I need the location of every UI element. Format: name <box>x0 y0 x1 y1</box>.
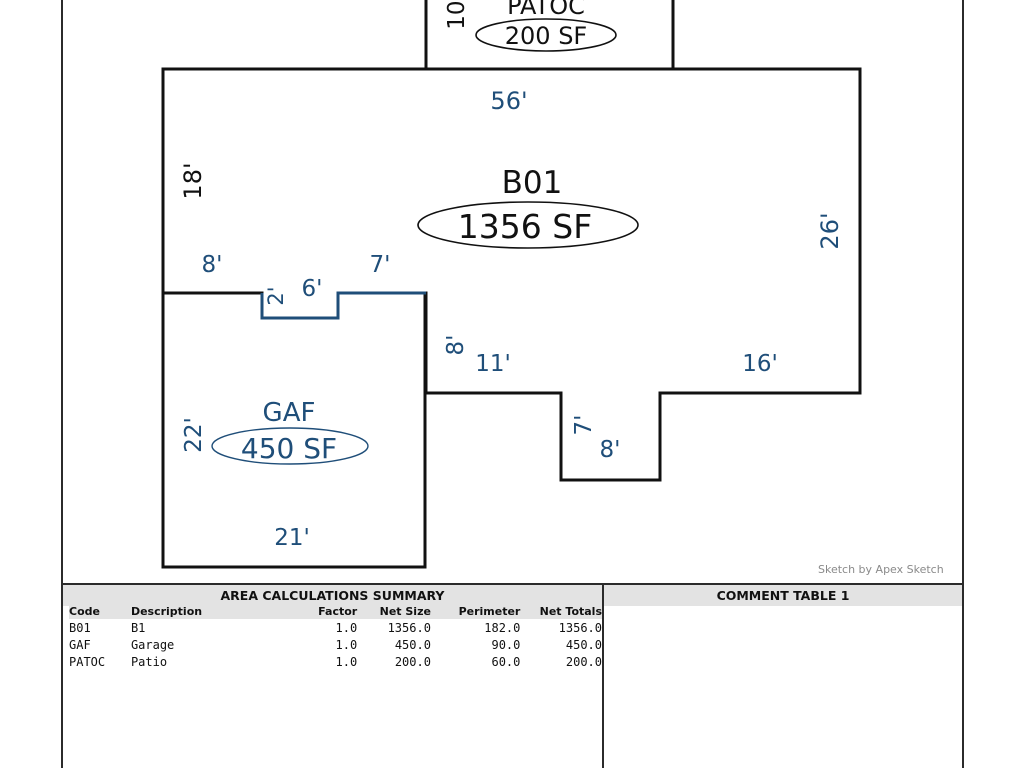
dim-gaf-left: 22' <box>181 417 207 453</box>
table-column-divider <box>602 585 604 768</box>
table-row: PATOC Patio 1.0 200.0 60.0 200.0 <box>69 653 602 670</box>
cell-code: PATOC <box>69 654 106 669</box>
column-header-net-size: Net Size <box>357 603 431 619</box>
cell-factor: 1.0 <box>335 620 358 635</box>
cell-factor: 1.0 <box>335 637 358 652</box>
dim-gaf-bottom: 21' <box>274 525 310 551</box>
frame-left-border <box>61 0 63 768</box>
dim-b01-bottom-right: 16' <box>742 351 778 377</box>
column-header-perimeter: Perimeter <box>430 603 521 619</box>
cell-net-totals: 1356.0 <box>558 620 602 635</box>
patoc-area-ellipse <box>475 18 617 52</box>
gaf-outline <box>161 293 427 569</box>
dim-bump-depth: 7' <box>571 415 597 436</box>
patoc-code-label: PATOC <box>507 0 585 20</box>
cell-description: Garage <box>130 637 175 652</box>
dim-b01-step-right: 7' <box>370 252 391 278</box>
sketch-credit: Sketch by Apex Sketch <box>818 563 944 576</box>
table-header-row: Code Description Factor Net Size Perimet… <box>69 603 602 619</box>
cell-perimeter: 90.0 <box>491 637 521 652</box>
column-header-code: Code <box>69 603 131 619</box>
column-header-description: Description <box>130 603 249 619</box>
cell-net-size: 200.0 <box>394 654 431 669</box>
cell-net-totals: 200.0 <box>565 654 602 669</box>
cell-description: Patio <box>130 654 168 669</box>
table-row: B01 B1 1.0 1356.0 182.0 1356.0 <box>69 619 602 636</box>
dim-b01-right: 26' <box>816 212 844 249</box>
b01-code-label: B01 <box>502 165 563 201</box>
area-summary-title: AREA CALCULATIONS SUMMARY <box>63 585 602 606</box>
area-calculations-panel: AREA CALCULATIONS SUMMARY Code Descripti… <box>63 585 602 768</box>
cell-code: GAF <box>69 637 91 652</box>
shared-wall-highlight <box>260 291 426 320</box>
frame-right-border <box>962 0 964 768</box>
dim-bump-width: 8' <box>600 437 621 463</box>
dim-patoc-side: 10' <box>444 0 470 30</box>
gaf-area-ellipse <box>211 427 369 465</box>
dim-notch-width: 6' <box>302 276 323 302</box>
floor-sketch: PATOC 200 SF B01 1356 SF GAF 450 SF 10' … <box>161 0 862 569</box>
b01-area-ellipse <box>417 201 639 249</box>
area-summary-table: Code Description Factor Net Size Perimet… <box>69 603 602 670</box>
gaf-code-label: GAF <box>263 398 316 428</box>
dim-b01-top: 56' <box>490 87 527 115</box>
cell-perimeter: 60.0 <box>491 654 521 669</box>
gaf-area-label: 450 SF <box>241 432 337 465</box>
dim-notch-depth: 2' <box>264 286 288 305</box>
dim-b01-inner-drop: 8' <box>443 335 469 356</box>
cell-net-size: 450.0 <box>394 637 431 652</box>
dim-b01-step-left: 8' <box>202 252 223 278</box>
dim-b01-left: 18' <box>179 162 207 199</box>
cell-code: B01 <box>69 620 91 635</box>
column-header-factor: Factor <box>248 603 358 619</box>
patoc-outline <box>424 0 675 69</box>
table-row: GAF Garage 1.0 450.0 90.0 450.0 <box>69 636 602 653</box>
b01-area-label: 1356 SF <box>458 207 592 246</box>
cell-net-totals: 450.0 <box>565 637 602 652</box>
cell-description: B1 <box>130 620 146 635</box>
column-header-net-totals: Net Totals <box>520 603 602 619</box>
comment-table-panel: COMMENT TABLE 1 <box>604 585 962 768</box>
cell-net-size: 1356.0 <box>387 620 431 635</box>
sketch-table-divider <box>61 583 964 585</box>
patoc-area-label: 200 SF <box>505 22 587 50</box>
cell-perimeter: 182.0 <box>484 620 521 635</box>
dim-b01-bottom-left: 11' <box>475 351 511 377</box>
comment-table-title: COMMENT TABLE 1 <box>604 585 962 606</box>
cell-factor: 1.0 <box>335 654 358 669</box>
